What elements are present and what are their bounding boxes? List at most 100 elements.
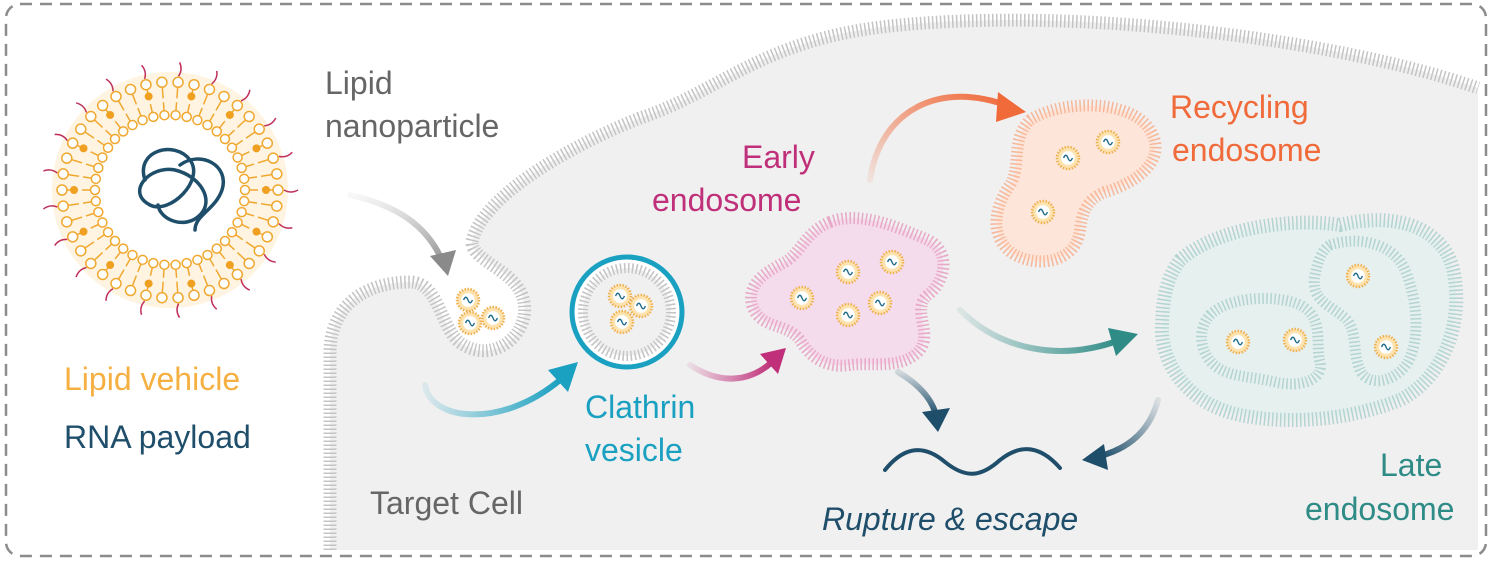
lipid-head (159, 259, 170, 271)
arrow-to-early (687, 359, 775, 382)
small-lnp-rna (1037, 208, 1049, 216)
label-lipid-vehicle: Lipid vehicle (64, 361, 241, 397)
small-lnp (835, 259, 861, 285)
lipid-head (219, 235, 231, 247)
lipid-tail (176, 281, 179, 294)
arrowhead-early-to-rupture (922, 408, 950, 432)
peg-chain (278, 223, 293, 229)
peg-chain (240, 278, 251, 291)
lipid-tail (245, 241, 257, 250)
lipid-tail (70, 158, 83, 164)
small-lnp-rna (1102, 138, 1114, 146)
small-lnp-rna (874, 299, 886, 307)
lipid-tail (67, 173, 80, 178)
small-lnp (455, 287, 481, 313)
lipid-tail (257, 158, 270, 164)
lipid-head (231, 268, 244, 281)
lipid-head (110, 90, 122, 103)
lipid-head (243, 257, 255, 270)
lipid-head (261, 137, 274, 149)
arrow-to-recycling (867, 93, 1011, 183)
lipid-head (124, 83, 137, 96)
small-lnp (1095, 129, 1121, 155)
peg-chain (210, 296, 218, 310)
small-lnp-rna (796, 294, 808, 302)
lipid-tail (176, 86, 179, 99)
lipid-head (267, 152, 279, 164)
small-lnp (867, 290, 893, 316)
small-lnp-rna (842, 311, 854, 319)
small-lnp (609, 309, 635, 335)
rna-payload-strand (137, 148, 226, 232)
small-lnp-rna (487, 314, 499, 322)
arrowhead-to-clathrin (548, 362, 578, 392)
label-late-line1: Late (1380, 447, 1443, 483)
lipid-head (66, 231, 79, 243)
lipid-head (89, 184, 101, 196)
lipid-head (102, 142, 114, 154)
lipid-head (140, 78, 152, 91)
lipid-head (243, 110, 255, 123)
peg-chain (140, 64, 147, 80)
lipid-head (61, 152, 73, 164)
lipid-head (159, 109, 170, 121)
arrowhead-late-to-rupture (1082, 444, 1108, 470)
lipid-head (181, 111, 192, 123)
lipid-head (102, 226, 114, 238)
lipid-head (66, 137, 79, 149)
lipid-head (202, 249, 213, 261)
lipid-head (271, 168, 283, 180)
lipid-head (148, 111, 159, 123)
small-lnp-rna (1062, 154, 1074, 162)
small-lnp (1282, 327, 1308, 353)
lipid-head (272, 184, 284, 196)
arrowhead-to-late (1108, 328, 1138, 356)
peg-chain (278, 151, 293, 158)
small-lnp (879, 249, 905, 275)
lipid-head (75, 123, 87, 135)
cholesterol (225, 110, 234, 119)
lipid-head (192, 254, 203, 266)
arrow-late-to-rupture (1097, 397, 1161, 459)
lipid-head (140, 289, 152, 302)
small-particles (455, 129, 1399, 360)
small-lnp (1373, 334, 1399, 360)
arrow-to-late (957, 307, 1123, 354)
lipid-head (57, 200, 69, 212)
lipid-head (85, 110, 97, 123)
lipid-tail (117, 269, 125, 281)
lipid-head (239, 184, 251, 196)
lipid-tail (236, 252, 247, 262)
lipid-head (231, 99, 244, 112)
small-lnp (1345, 263, 1371, 289)
lipid-head (97, 217, 108, 228)
lipid-head (267, 216, 279, 228)
lipid-head (236, 162, 247, 174)
lipid-head (90, 173, 102, 185)
lipid-head (238, 195, 250, 207)
lipid-head (188, 289, 200, 302)
lipid-head (253, 245, 265, 257)
lipid-head (93, 206, 104, 218)
lipid-head (226, 226, 238, 238)
label-late-line2: endosome (1305, 491, 1455, 527)
lipid-tail (117, 99, 125, 111)
lipid-head (188, 78, 200, 91)
lipid-head (219, 133, 231, 145)
cholesterol (70, 186, 78, 194)
cholesterol (262, 186, 270, 194)
escaped-rna-strand (883, 447, 1062, 476)
peg-chain (283, 189, 299, 193)
label-recycling-line2: endosome (1172, 132, 1322, 168)
arrowhead-into-cell (430, 250, 456, 276)
lipid-head (238, 173, 250, 185)
small-lnp (628, 293, 654, 319)
peg-chain (54, 133, 68, 141)
cholesterol (106, 110, 115, 119)
small-lnp-rna (1289, 336, 1301, 344)
peg-chain (105, 78, 114, 92)
small-lnp (607, 283, 633, 309)
peg-chain (240, 89, 251, 102)
small-lnp-rna (616, 318, 628, 326)
